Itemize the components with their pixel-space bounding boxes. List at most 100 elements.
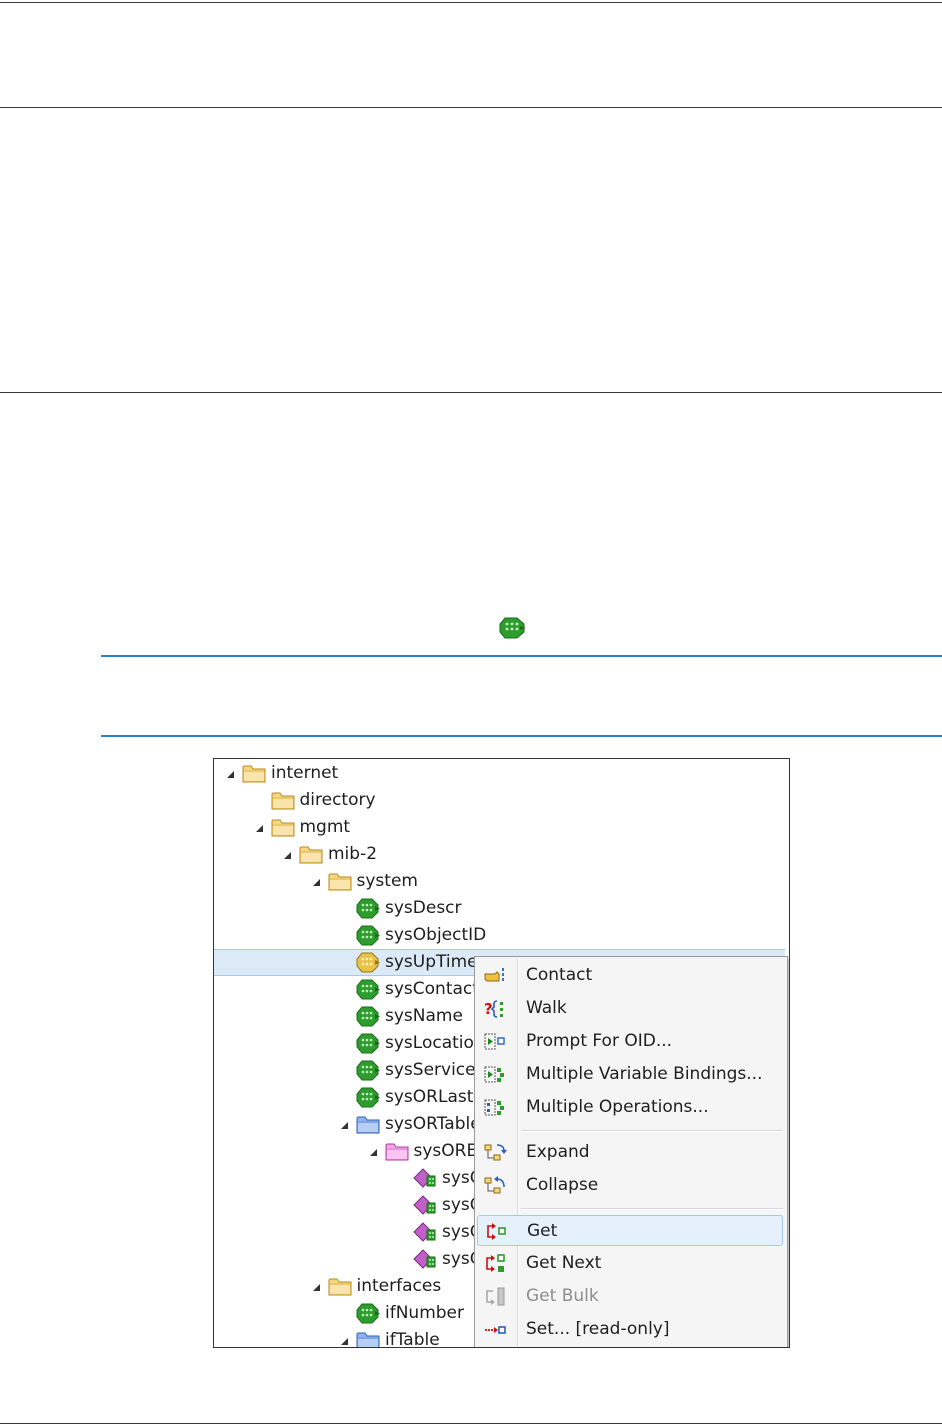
- folder-yellow-icon: [271, 817, 295, 838]
- menu-item-collapse[interactable]: Collapse: [477, 1170, 783, 1201]
- multi-varbind-icon: [483, 1064, 507, 1086]
- tree-row[interactable]: sysObjectID: [214, 922, 785, 949]
- expand-toggle-icon[interactable]: [283, 841, 295, 868]
- tree-row[interactable]: ifTable: [214, 1327, 785, 1348]
- set-icon: [483, 1319, 507, 1341]
- get-icon: [484, 1221, 508, 1243]
- leaf-green-icon: [356, 1060, 380, 1081]
- tree-row[interactable]: ifNumber: [214, 1300, 785, 1327]
- tree-row[interactable]: mgmt: [214, 814, 785, 841]
- menu-item-walk[interactable]: ? Walk: [477, 993, 783, 1024]
- header-bottom-rule: [0, 107, 942, 108]
- walk-icon: ?: [483, 998, 507, 1020]
- expand-toggle-icon[interactable]: [255, 814, 267, 841]
- leaf-pink-icon: [413, 1222, 437, 1243]
- tree-row[interactable]: directory: [214, 787, 785, 814]
- tree-row[interactable]: sysDescr: [214, 895, 785, 922]
- tree-row[interactable]: sysContact: [214, 976, 785, 1003]
- leaf-green-icon: [356, 1006, 380, 1027]
- folder-yellow-icon: [271, 790, 295, 811]
- menu-separator: [521, 1208, 783, 1210]
- tree-row-label: sysName: [385, 1006, 463, 1026]
- tree-row[interactable]: internet: [214, 760, 785, 787]
- leaf-green-icon: [356, 979, 380, 1000]
- menu-item-prompt-for-oid[interactable]: Prompt For OID...: [477, 1026, 783, 1057]
- menu-item-get[interactable]: Get: [477, 1215, 783, 1246]
- tree-row[interactable]: mib-2: [214, 841, 785, 868]
- menu-item-get-next[interactable]: Get Next: [477, 1248, 783, 1279]
- menu-item-get-bulk: Get Bulk: [477, 1281, 783, 1312]
- menu-item-label: Get Next: [526, 1253, 602, 1273]
- menu-item-label: Get: [527, 1221, 558, 1241]
- menu-item-expand[interactable]: Expand: [477, 1137, 783, 1168]
- tree-row-label: ifTable: [385, 1330, 440, 1348]
- tree-row-label: interfaces: [356, 1276, 442, 1296]
- menu-item-multiple-variable-bindings[interactable]: Multiple Variable Bindings...: [477, 1059, 783, 1090]
- tree-row-label: mgmt: [299, 817, 351, 837]
- contact-hand-icon: [483, 965, 507, 987]
- expand-toggle-icon[interactable]: [340, 1111, 352, 1138]
- menu-item-label: Contact: [526, 965, 593, 985]
- leaf-green-icon: [356, 925, 380, 946]
- footer-rule: [0, 1423, 942, 1424]
- expand-toggle-icon[interactable]: [226, 760, 238, 787]
- get-bulk-icon: [483, 1286, 507, 1308]
- tree-row-label: sysUpTime: [385, 952, 478, 972]
- leaf-green-icon: [356, 1033, 380, 1054]
- tree-row-label: sysObjectID: [385, 925, 487, 945]
- tree-row-label: sysContact: [385, 979, 479, 999]
- tree-row-label: sysORTable: [385, 1114, 481, 1134]
- menu-item-label: Collapse: [526, 1175, 599, 1195]
- expand-toggle-icon[interactable]: [340, 1327, 352, 1347]
- expand-tree-icon: [483, 1142, 507, 1164]
- tree-row-label: system: [356, 871, 418, 891]
- tree-row[interactable]: interfaces: [214, 1273, 785, 1300]
- menu-item-label: Multiple Operations...: [526, 1097, 709, 1117]
- section-rule: [0, 392, 942, 393]
- tree-row[interactable]: system: [214, 868, 785, 895]
- leaf-green-icon: [356, 1087, 380, 1108]
- tree-row-label: sysServices: [385, 1060, 485, 1080]
- folder-blue-icon: [356, 1330, 380, 1347]
- note-box: [101, 655, 942, 737]
- mib-tree-screenshot: internet directory mgmt mib-2 system sysDescr…: [213, 758, 790, 1348]
- tree-row-label: mib-2: [328, 844, 378, 864]
- folder-yellow-icon: [328, 871, 352, 892]
- leaf-pink-icon: [413, 1168, 437, 1189]
- menu-item-label: Walk: [526, 998, 567, 1018]
- tree-row[interactable]: sysORTable: [214, 1111, 785, 1138]
- tree-row[interactable]: sysServices: [214, 1057, 785, 1084]
- expand-toggle-icon[interactable]: [312, 1273, 324, 1300]
- menu-item-contact[interactable]: Contact: [477, 960, 783, 991]
- tree-row-label: ifNumber: [385, 1303, 464, 1323]
- folder-yellow-icon: [242, 763, 266, 784]
- svg-text:?: ?: [484, 1000, 493, 1018]
- menu-separator: [521, 1130, 783, 1132]
- expand-toggle-icon[interactable]: [369, 1138, 381, 1165]
- leaf-pink-icon: [413, 1249, 437, 1270]
- menu-item-set-read-only[interactable]: Set... [read-only]: [477, 1314, 783, 1345]
- leaf-pink-icon: [413, 1195, 437, 1216]
- prompt-oid-icon: [483, 1031, 507, 1053]
- folder-pink-icon: [385, 1141, 409, 1162]
- leaf-yellow-icon: [356, 952, 380, 973]
- header-top-rule: [0, 2, 942, 3]
- menu-item-label: Prompt For OID...: [526, 1031, 673, 1051]
- tree-row-label: internet: [271, 763, 339, 783]
- collapse-tree-icon: [483, 1175, 507, 1197]
- menu-icon-gutter: [517, 959, 519, 1347]
- menu-item-multiple-operations[interactable]: Multiple Operations...: [477, 1092, 783, 1123]
- leaf-green-icon: [356, 898, 380, 919]
- tree-row[interactable]: sysName: [214, 1003, 785, 1030]
- tree-row-label: sysDescr: [385, 898, 462, 918]
- leaf-green-icon: [356, 1303, 380, 1324]
- folder-yellow-icon: [299, 844, 323, 865]
- menu-item-label: Get Bulk: [526, 1286, 599, 1306]
- leaf-green-inline-icon: [498, 616, 526, 644]
- menu-item-label: Expand: [526, 1142, 590, 1162]
- tree-row[interactable]: sysLocation: [214, 1030, 785, 1057]
- tree-row-label: sysLocation: [385, 1033, 485, 1053]
- expand-toggle-icon[interactable]: [312, 868, 324, 895]
- folder-yellow-icon: [328, 1276, 352, 1297]
